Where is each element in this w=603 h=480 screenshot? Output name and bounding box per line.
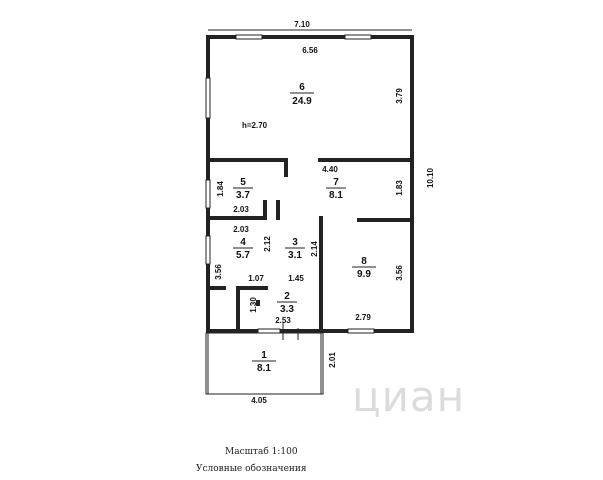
room-1-area: 8.1 (257, 363, 271, 374)
watermark-text: циан (352, 372, 466, 421)
dim-203a: 2.03 (233, 205, 249, 214)
room-5-area: 3.7 (236, 190, 250, 201)
room-2-area: 3.3 (280, 304, 294, 315)
room-4-label: 4 5.7 (233, 237, 253, 261)
room-7-number: 7 (333, 177, 339, 188)
window-left-room5 (205, 179, 211, 209)
window-top-left (235, 34, 263, 40)
room-1-number: 1 (261, 350, 267, 361)
room-3-area: 3.1 (288, 250, 302, 261)
dim-212: 2.12 (263, 236, 272, 252)
scale-caption: Масштаб 1:100 (225, 447, 298, 457)
legend-caption: Условные обозначения (196, 464, 307, 474)
window-bottom-room2 (257, 328, 281, 334)
room-5-number: 5 (240, 177, 246, 188)
room-8-label: 8 9.9 (352, 256, 376, 280)
dim-107: 1.07 (248, 274, 264, 283)
overall-width-label: 7.10 (294, 20, 310, 29)
room-6-number: 6 (299, 82, 305, 93)
dim-203b: 2.03 (233, 225, 249, 234)
room-3-number: 3 (292, 237, 298, 248)
overall-height-label: 10.10 (426, 167, 435, 188)
room-4-area: 5.7 (236, 250, 250, 261)
dim-145: 1.45 (288, 274, 304, 283)
ceiling-height: h=2.70 (242, 121, 268, 130)
dim-379: 3.79 (395, 88, 404, 104)
wall-room5-bottom (210, 200, 267, 220)
dim-253: 2.53 (275, 316, 291, 325)
dim-356b: 3.56 (395, 265, 404, 281)
window-top-right (344, 34, 372, 40)
room-5-label: 5 3.7 (233, 177, 253, 201)
room-7-label: 7 8.1 (326, 177, 346, 201)
dim-130: 1.30 (249, 297, 258, 313)
room-8-area: 9.9 (357, 269, 371, 280)
dim-405: 4.05 (251, 396, 267, 405)
dim-656: 6.56 (302, 46, 318, 55)
room-6-area: 24.9 (292, 96, 312, 107)
dim-440: 4.40 (322, 165, 338, 174)
room-1-label: 1 8.1 (252, 350, 276, 374)
window-left-room6 (205, 77, 211, 119)
room-3-label: 3 3.1 (285, 237, 305, 261)
room-8-number: 8 (361, 256, 367, 267)
room-2-number: 2 (284, 291, 290, 302)
room-2-label: 2 3.3 (277, 291, 297, 315)
dim-201: 2.01 (328, 352, 337, 368)
wall-room6-left (210, 158, 288, 177)
room-4-number: 4 (240, 237, 246, 248)
dim-279: 2.79 (355, 313, 371, 322)
room-7-area: 8.1 (329, 190, 343, 201)
window-left-room4 (205, 235, 211, 265)
dim-214: 2.14 (310, 241, 319, 257)
dim-356a: 3.56 (214, 264, 223, 280)
window-bottom-room8 (347, 328, 375, 334)
porch-outline (205, 332, 324, 395)
room-6-label: 6 24.9 (290, 82, 314, 107)
dim-183: 1.83 (395, 180, 404, 196)
dim-184: 1.84 (216, 181, 225, 197)
